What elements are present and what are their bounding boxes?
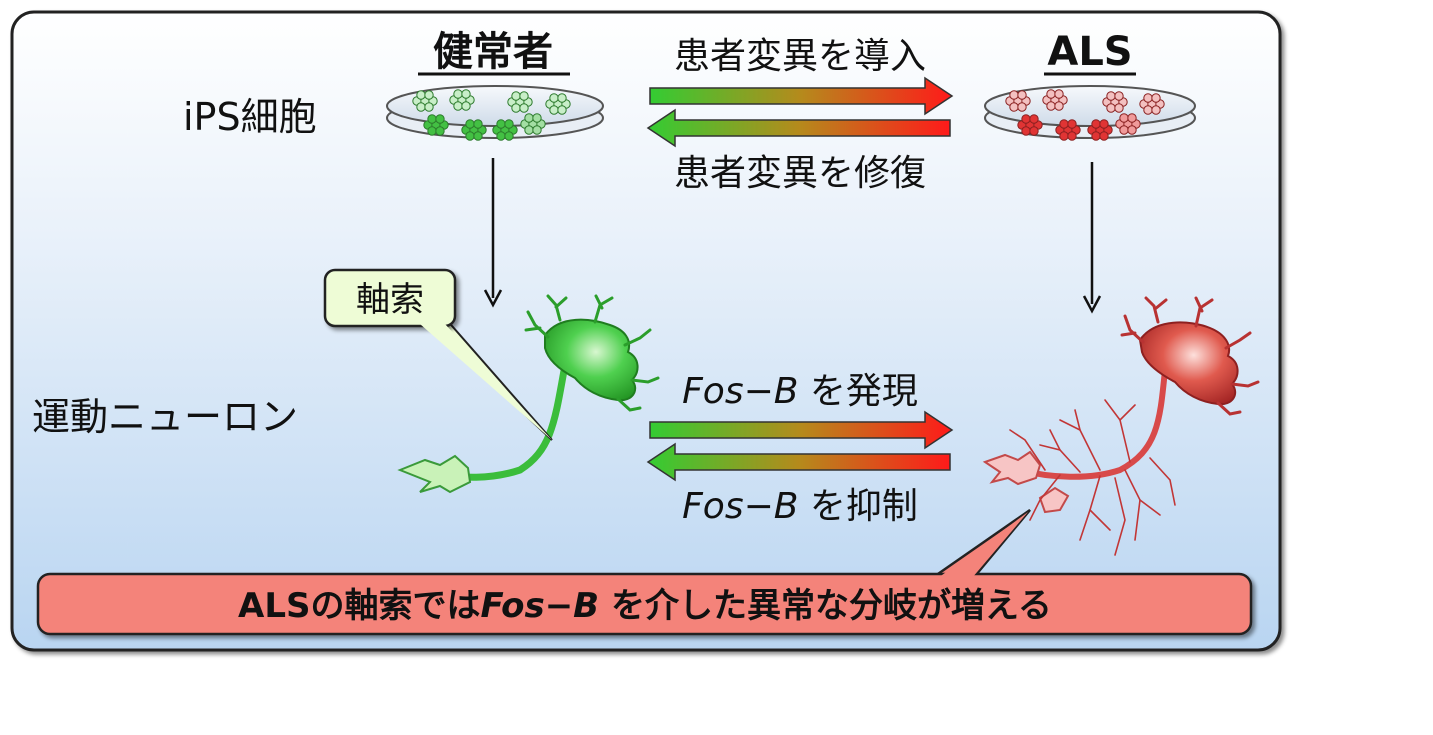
ips-cell-healthy — [504, 131, 514, 141]
ips-cell-als — [1021, 126, 1031, 136]
axon-callout: 軸索 — [323, 268, 553, 441]
ips-cell-healthy — [416, 102, 426, 112]
ips-cell-als — [1021, 114, 1031, 124]
axon-callout-label: 軸索 — [356, 280, 424, 320]
ips-cell-als — [1009, 90, 1019, 100]
ips-cell-healthy — [511, 103, 521, 113]
ips-cell-healthy — [473, 131, 483, 141]
ips-cell-als — [1029, 126, 1039, 136]
ips-cell-als — [1054, 101, 1064, 111]
ips-cell-healthy — [496, 131, 506, 141]
ips-cell-als — [1151, 105, 1161, 115]
ips-cell-healthy — [453, 89, 463, 99]
ips-cell-healthy — [549, 93, 559, 103]
introduce-mutation-label: 患者変異を導入 — [674, 36, 926, 77]
ips-cell-healthy — [557, 93, 567, 103]
ips-cell-als — [1046, 89, 1056, 99]
ips-row-label: iPS細胞 — [183, 95, 317, 139]
ips-cell-als — [1114, 91, 1124, 101]
conclusion-text: ALSの軸索ではFos−B を介した異常な分岐が増える — [238, 586, 1052, 626]
ips-cell-healthy — [465, 119, 475, 129]
ips-cell-healthy — [504, 119, 514, 129]
repair-mutation-label: 患者変異を修復 — [674, 153, 926, 194]
ips-cell-als — [1067, 119, 1077, 129]
ips-cell-healthy — [549, 105, 559, 115]
ips-cell-als — [1127, 125, 1137, 135]
ips-cell-healthy — [424, 90, 434, 100]
ips-cell-als — [1046, 101, 1056, 111]
ips-cell-healthy — [416, 90, 426, 100]
ips-cell-healthy — [427, 114, 437, 124]
fosb-express-arrow — [649, 410, 954, 450]
ips-cell-healthy — [511, 91, 521, 101]
ips-cell-als — [1029, 114, 1039, 124]
ips-cell-als — [1143, 105, 1153, 115]
als-motor-neuron — [982, 296, 1260, 556]
als-differentiation-arrow — [1082, 162, 1102, 314]
ips-cell-als — [1106, 91, 1116, 101]
ips-cell-als — [1017, 90, 1027, 100]
ips-cell-healthy — [496, 119, 506, 129]
ips-cell-als — [1091, 131, 1101, 141]
ips-cell-healthy — [427, 126, 437, 136]
ips-cell-healthy — [524, 113, 534, 123]
fosb-suppress-arrow — [646, 442, 951, 482]
ips-cell-healthy — [461, 89, 471, 99]
ips-cell-als — [1009, 102, 1019, 112]
repair-mutation-arrow — [646, 108, 951, 148]
ips-cell-als — [1119, 125, 1129, 135]
ips-cell-als — [1059, 131, 1069, 141]
ips-cell-als — [1099, 131, 1109, 141]
ips-cell-als — [1119, 113, 1129, 123]
ips-cell-healthy — [424, 102, 434, 112]
introduce-mutation-arrow — [649, 76, 954, 116]
ips-cell-als — [1091, 119, 1101, 129]
healthy-differentiation-arrow — [483, 158, 503, 308]
ips-cell-als — [1106, 103, 1116, 113]
ips-cell-als — [1017, 102, 1027, 112]
ips-cell-als — [1054, 89, 1064, 99]
ips-cell-healthy — [557, 105, 567, 115]
ips-cell-healthy — [532, 125, 542, 135]
motor-neuron-row-label: 運動ニューロン — [32, 395, 298, 439]
ips-cell-als — [1067, 131, 1077, 141]
ips-cell-als — [1099, 119, 1109, 129]
ips-cell-als — [1127, 113, 1137, 123]
fosb-express-label: Fos−B を発現 — [682, 371, 918, 412]
fosb-suppress-label: Fos−B を抑制 — [682, 486, 918, 527]
ips-cell-als — [1059, 119, 1069, 129]
ips-cell-healthy — [461, 101, 471, 111]
background-panel — [10, 10, 1282, 652]
healthy-petri-dish — [386, 85, 604, 141]
ips-cell-healthy — [435, 114, 445, 124]
ips-cell-als — [1143, 93, 1153, 103]
ips-cell-als — [1151, 93, 1161, 103]
als-column-title: ALS — [1047, 29, 1132, 75]
conclusion-callout: ALSの軸索ではFos−B を介した異常な分岐が増える — [36, 508, 1253, 636]
ips-cell-healthy — [524, 125, 534, 135]
ips-cell-healthy — [453, 101, 463, 111]
ips-cell-healthy — [465, 131, 475, 141]
ips-cell-healthy — [435, 126, 445, 136]
ips-cell-healthy — [519, 103, 529, 113]
ips-cell-healthy — [473, 119, 483, 129]
als-petri-dish — [984, 85, 1196, 141]
ips-cell-als — [1114, 103, 1124, 113]
ips-cell-healthy — [532, 113, 542, 123]
healthy-motor-neuron — [397, 294, 660, 494]
ips-cell-healthy — [519, 91, 529, 101]
healthy-column-title: 健常者 — [433, 29, 553, 75]
